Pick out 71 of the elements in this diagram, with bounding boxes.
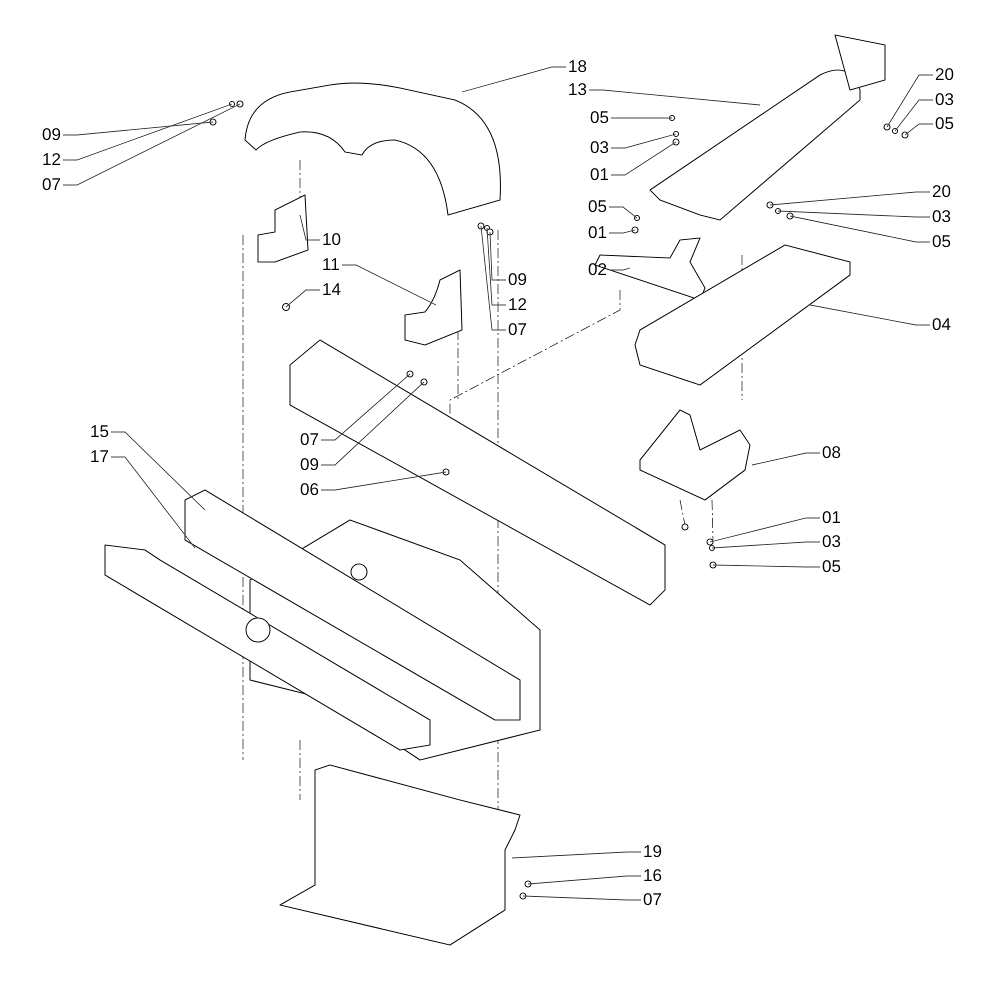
leader-line	[286, 290, 320, 308]
callout-number: 03	[822, 533, 841, 551]
callout-number: 05	[822, 558, 841, 576]
leader-line	[886, 74, 934, 128]
callout-number: 13	[568, 81, 587, 99]
leader-line	[342, 264, 436, 306]
callout-number: 16	[643, 867, 662, 885]
callout-number: 06	[300, 481, 319, 499]
leader-line	[608, 206, 638, 218]
callout-number: 14	[322, 281, 341, 299]
callout-number: 17	[90, 448, 109, 466]
callout-number: 15	[90, 423, 109, 441]
callout-number: 03	[590, 139, 609, 157]
leader-line	[512, 852, 642, 858]
leader-line	[608, 268, 630, 270]
callout-number: 03	[932, 208, 951, 226]
leader-line	[522, 896, 642, 900]
callout-number: 09	[508, 271, 527, 289]
leader-line	[110, 432, 206, 510]
callout-number: 20	[932, 183, 951, 201]
callout-number: 01	[590, 166, 609, 184]
leader-line	[480, 226, 506, 330]
leader-line	[610, 142, 676, 176]
callout-number: 09	[300, 456, 319, 474]
callout-number: 11	[322, 256, 340, 274]
callout-number: 04	[932, 316, 951, 334]
callout-number: 08	[822, 444, 841, 462]
callout-number: 19	[643, 843, 662, 861]
leader-line	[62, 104, 240, 186]
callout-number: 03	[935, 91, 954, 109]
leader-line	[790, 216, 930, 242]
leader-line	[712, 564, 820, 568]
callout-number: 07	[300, 431, 319, 449]
leader-line	[110, 456, 196, 548]
leader-line	[610, 134, 676, 148]
callout-number: 05	[588, 198, 607, 216]
callout-number: 18	[568, 58, 587, 76]
leader-line	[710, 518, 820, 542]
callout-number: 05	[932, 233, 951, 251]
callout-number: 12	[508, 296, 527, 314]
leader-line	[588, 90, 760, 106]
leader-line	[894, 100, 934, 132]
leader-line	[752, 452, 820, 466]
leader-line	[320, 374, 410, 440]
leader-line	[778, 210, 930, 218]
leader-line	[810, 304, 930, 326]
callout-number: 07	[508, 321, 527, 339]
callout-number: 07	[643, 891, 662, 909]
leader-line	[462, 66, 566, 92]
callout-number: 01	[588, 224, 607, 242]
leader-line	[320, 382, 424, 466]
leader-line	[770, 192, 930, 206]
callout-number: 05	[935, 115, 954, 133]
leader-line	[904, 124, 934, 136]
callout-number: 20	[935, 66, 954, 84]
leader-line	[490, 232, 506, 280]
callout-number: 12	[42, 151, 61, 169]
callout-number: 01	[822, 509, 841, 527]
leader-line	[320, 472, 446, 490]
leader-line	[712, 542, 820, 548]
leader-line	[62, 122, 214, 136]
leader-line	[300, 214, 320, 240]
callout-number: 05	[590, 109, 609, 127]
leader-line	[608, 230, 636, 234]
callout-number: 07	[42, 176, 61, 194]
leader-line	[486, 228, 506, 306]
callout-number: 09	[42, 126, 61, 144]
leader-line	[528, 876, 642, 884]
callout-number: 02	[588, 261, 607, 279]
callout-number: 10	[322, 231, 341, 249]
leader-line	[62, 104, 232, 160]
